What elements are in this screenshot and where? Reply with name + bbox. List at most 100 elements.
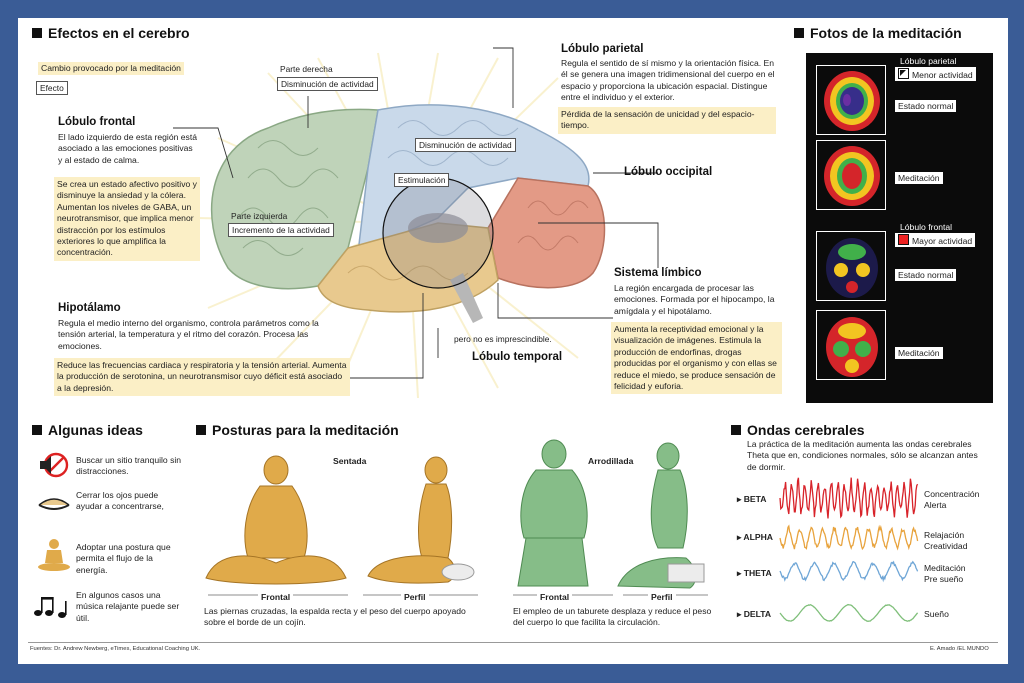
closed-eye-icon	[36, 491, 72, 519]
hypothalamus-effect: Reduce las frecuencias cardiaca y respir…	[54, 358, 350, 397]
limbic-title: Sistema límbico	[614, 267, 702, 279]
wave-name: DELTA	[743, 609, 772, 619]
legend-effect-label: Efecto	[36, 81, 68, 95]
occipital-title: Lóbulo occipital	[624, 166, 713, 178]
label-left-effect: Incremento de la actividad	[228, 223, 334, 237]
wave-desc-line: Sueño	[924, 609, 949, 619]
idea-2: Cerrar los ojos puede ayudar a concentra…	[76, 490, 164, 512]
label-middle-effect: Disminución de actividad	[415, 138, 516, 152]
section-title-photos: Fotos de la meditación	[794, 25, 962, 41]
label-stimulation: Estimulación	[394, 173, 450, 187]
photos-parietal-title: Lóbulo parietal	[897, 55, 960, 67]
brainstem-shape	[450, 273, 483, 323]
wave-line-delta	[779, 603, 919, 622]
wave-label-beta: ▸ BETA	[737, 494, 767, 504]
wave-desc-delta: Sueño	[924, 609, 949, 620]
posture-seated-title: Sentada	[333, 456, 367, 466]
label-right-effect: Disminución de actividad	[277, 77, 378, 91]
posture-kneeling-title: Arrodillada	[588, 456, 634, 466]
square-bullet-icon	[32, 425, 42, 435]
square-bullet-icon	[32, 28, 42, 38]
footer-sources: Fuentes: Dr. Andrew Newberg, eTimes, Edu…	[30, 646, 201, 652]
arrow-icon	[898, 234, 909, 245]
label-not-essential: pero no es imprescindible.	[454, 334, 552, 344]
square-bullet-icon	[731, 425, 741, 435]
arrow-icon	[898, 68, 909, 79]
photos-less-activity-text: Menor actividad	[912, 70, 973, 80]
infographic-page: Efectos en el cerebro Fotos de la medita…	[18, 18, 1008, 664]
section-title-text: Posturas para la meditación	[212, 422, 399, 438]
posture-seated-profile: Perfil	[401, 592, 429, 602]
posture-seated-front: Frontal	[258, 592, 294, 602]
hypothalamus-desc: Regula el medio interno del organismo, c…	[58, 318, 319, 351]
legend-change-label: Cambio provocado por la meditación	[38, 62, 184, 76]
limbic-effect: Aumenta la receptividad emocional y la v…	[611, 322, 782, 395]
temporal-title: Lóbulo temporal	[472, 351, 563, 363]
occipital-lobe-shape	[487, 177, 606, 289]
idea-3: Adoptar una postura que permita el flujo…	[76, 542, 171, 575]
posture-icon	[36, 538, 72, 572]
frontal-lobe-shape	[210, 108, 379, 290]
photos-meditation-2: Meditación	[895, 347, 943, 359]
brain-waves	[779, 477, 919, 622]
section-title-waves: Ondas cerebrales	[731, 422, 865, 438]
square-bullet-icon	[196, 425, 206, 435]
photos-meditation-1: Meditación	[895, 172, 943, 184]
temporal-lobe-shape	[317, 222, 499, 313]
square-bullet-icon	[794, 28, 804, 38]
wave-desc-line: Relajación	[924, 530, 965, 540]
waves-intro: La práctica de la meditación aumenta las…	[747, 439, 978, 472]
kneeling-profile-figure	[617, 442, 705, 589]
section-title-text: Fotos de la meditación	[810, 25, 962, 41]
photos-more-activity-text: Mayor actividad	[912, 236, 973, 246]
wave-desc-line: Pre sueño	[924, 574, 964, 584]
posture-kneeling-desc: El empleo de un taburete desplaza y redu…	[513, 606, 712, 628]
parietal-effect: Pérdida de la sensación de unicidad y de…	[558, 107, 776, 134]
parietal-title: Lóbulo parietal	[561, 43, 644, 55]
footer-credit: E. Amado /EL MUNDO	[930, 646, 989, 652]
scan-parietal-normal	[816, 65, 886, 135]
idea-1: Buscar un sitio tranquilo sin distraccio…	[76, 455, 182, 477]
posture-kneeling-front: Frontal	[537, 592, 573, 602]
photos-less-activity: Menor actividad	[895, 67, 976, 81]
photos-normal-1: Estado normal	[895, 100, 957, 112]
wave-name: THETA	[743, 568, 772, 578]
photos-more-activity: Mayor actividad	[895, 233, 976, 247]
section-title-ideas: Algunas ideas	[32, 422, 143, 438]
frontal-title: Lóbulo frontal	[58, 116, 136, 128]
scan-frontal-meditation	[816, 310, 886, 380]
wave-label-theta: ▸ THETA	[737, 568, 772, 578]
music-notes-icon	[32, 593, 68, 621]
hypothalamus-title: Hipotálamo	[58, 302, 121, 314]
wave-name: BETA	[743, 494, 767, 504]
scan-frontal-normal	[816, 231, 886, 301]
wave-desc-line: Alerta	[924, 500, 947, 510]
wave-desc-line: Meditación	[924, 563, 966, 573]
brain-gyri	[237, 140, 339, 256]
idea-4: En algunos casos una música relajante pu…	[76, 590, 180, 623]
wave-desc-line: Creatividad	[924, 541, 968, 551]
pointer-lines	[173, 47, 659, 379]
photos-normal-2: Estado normal	[895, 269, 957, 281]
wave-name: ALPHA	[743, 532, 773, 542]
no-noise-icon	[36, 451, 72, 479]
parietal-desc: Regula el sentido de sí mismo y la orien…	[561, 58, 775, 103]
wave-desc-line: Concentración	[924, 489, 980, 499]
kneeling-front-figure	[517, 439, 589, 587]
limbic-desc: La región encargada de procesar las emoc…	[614, 283, 775, 316]
posture-figures	[205, 439, 708, 596]
label-right-side: Parte derecha	[280, 64, 333, 74]
footer-divider	[28, 642, 998, 643]
frontal-effect: Se crea un estado afectivo positivo y di…	[54, 177, 200, 261]
photos-frontal-title: Lóbulo frontal	[897, 221, 956, 233]
wave-label-alpha: ▸ ALPHA	[737, 532, 773, 542]
wave-line-beta	[779, 477, 919, 519]
seated-profile-figure	[367, 456, 475, 584]
scan-parietal-meditation	[816, 140, 886, 210]
posture-seated-desc: Las piernas cruzadas, la espalda recta y…	[204, 606, 466, 628]
section-title-text: Algunas ideas	[48, 422, 143, 438]
wave-label-delta: ▸ DELTA	[737, 609, 772, 619]
frontal-desc: El lado izquierdo de esta región está as…	[58, 132, 198, 165]
